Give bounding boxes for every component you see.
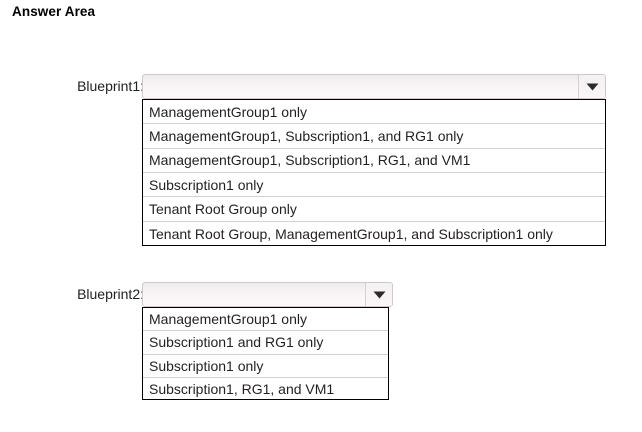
chevron-down-icon[interactable]: [578, 75, 605, 98]
list-item[interactable]: Subscription1 and RG1 only: [143, 331, 388, 354]
blueprint2-label: Blueprint2:: [46, 286, 144, 302]
list-item[interactable]: ManagementGroup1 only: [143, 100, 605, 124]
blueprint1-dropdown-list[interactable]: ManagementGroup1 only ManagementGroup1, …: [142, 99, 606, 246]
list-item[interactable]: Tenant Root Group only: [143, 197, 605, 221]
blueprint1-selected-value[interactable]: [143, 75, 578, 98]
blueprint1-label: Blueprint1:: [46, 78, 144, 94]
blueprint2-dropdown-list[interactable]: ManagementGroup1 only Subscription1 and …: [142, 307, 389, 400]
chevron-down-icon[interactable]: [365, 283, 392, 306]
list-item[interactable]: Subscription1 only: [143, 355, 388, 378]
list-item[interactable]: Tenant Root Group, ManagementGroup1, and…: [143, 222, 605, 246]
list-item[interactable]: ManagementGroup1, Subscription1, and RG1…: [143, 124, 605, 148]
page-title: Answer Area: [12, 4, 95, 19]
blueprint2-selected-value[interactable]: [143, 283, 365, 306]
list-item[interactable]: ManagementGroup1 only: [143, 308, 388, 331]
list-item[interactable]: ManagementGroup1, Subscription1, RG1, an…: [143, 149, 605, 173]
blueprint2-combobox[interactable]: [142, 282, 393, 307]
list-item[interactable]: Subscription1, RG1, and VM1: [143, 378, 388, 400]
blueprint1-combobox[interactable]: [142, 74, 606, 99]
list-item[interactable]: Subscription1 only: [143, 173, 605, 197]
